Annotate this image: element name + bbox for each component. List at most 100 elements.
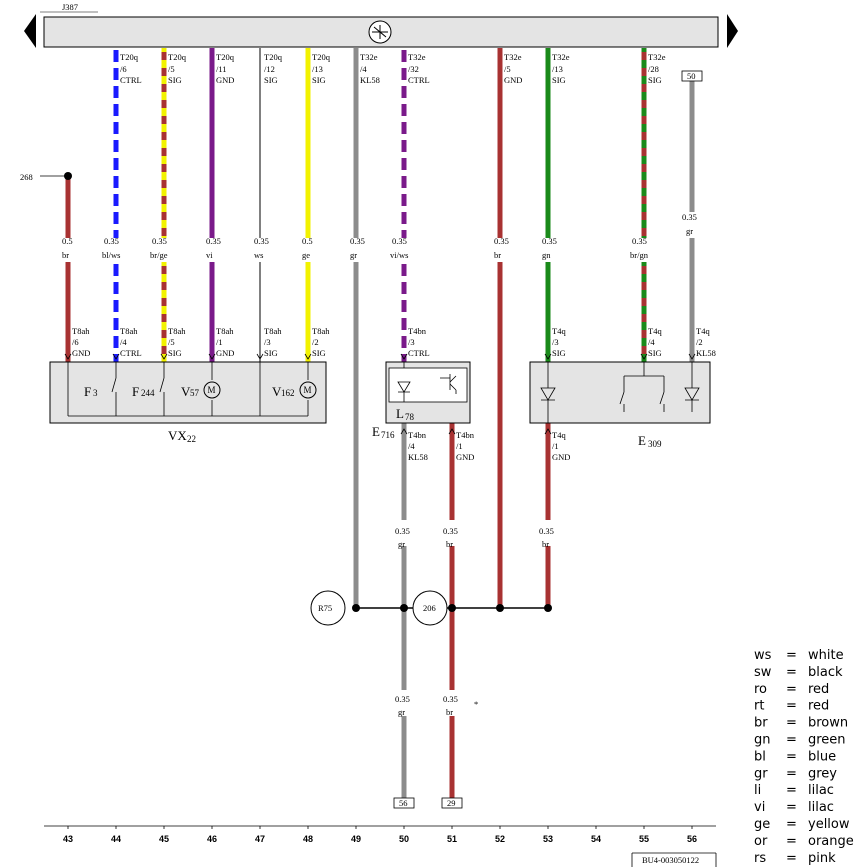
wire-cs-w500: 0.35 bbox=[494, 236, 509, 246]
col-num-44: 44 bbox=[111, 834, 121, 844]
sig-w404: CTRL bbox=[408, 348, 430, 358]
col-num-45: 45 bbox=[159, 834, 169, 844]
wire-cs-w164: 0.35 bbox=[152, 236, 167, 246]
legend-name-gr: grey bbox=[808, 766, 837, 781]
top-conn-w548: T32e bbox=[552, 52, 570, 62]
sig-w308: SIG bbox=[312, 348, 326, 358]
top-sig-w260: SIG bbox=[264, 75, 278, 85]
pin-w692: /2 bbox=[696, 337, 703, 347]
transistor-icon bbox=[440, 374, 457, 394]
led-e309-a-icon bbox=[540, 387, 556, 401]
col-num-49: 49 bbox=[351, 834, 361, 844]
ref-box-50: 50 bbox=[681, 70, 703, 82]
pin-w68: /6 bbox=[72, 337, 79, 347]
wire-cs-w404: 0.35 bbox=[392, 236, 407, 246]
wire-cs-w644: 0.35 bbox=[632, 236, 647, 246]
lower_404-conn: T4bn bbox=[408, 430, 427, 440]
top-pin-w164: /5 bbox=[168, 64, 175, 74]
conn-w692: T4q bbox=[696, 326, 710, 336]
legend-eq-gn: = bbox=[786, 733, 797, 748]
wire-labels: 0.5brT8ah/6GND0.35bl/wsT20q/6CTRLT8ah/4C… bbox=[62, 52, 716, 717]
wire-code-w356: gr bbox=[350, 250, 357, 260]
conn-w164: T8ah bbox=[168, 326, 186, 336]
pin-arrow-w164 bbox=[160, 353, 168, 360]
sig-w644: SIG bbox=[648, 348, 662, 358]
color-legend: ws=whitesw=blackro=redrt=redbr=browngn=g… bbox=[754, 648, 854, 866]
asterisk-mark: * bbox=[474, 699, 478, 709]
legend-code-rt: rt bbox=[754, 699, 764, 714]
top-sig-w404: CTRL bbox=[408, 75, 430, 85]
legend-name-sw: black bbox=[808, 665, 843, 680]
legend-name-bl: blue bbox=[808, 749, 836, 764]
lower_548-sig: GND bbox=[552, 452, 570, 462]
top-conn-w164: T20q bbox=[168, 52, 187, 62]
legend-code-gr: gr bbox=[754, 766, 768, 781]
legend-code-gn: gn bbox=[754, 733, 771, 748]
top-conn-w356: T32e bbox=[360, 52, 378, 62]
col-num-47: 47 bbox=[255, 834, 265, 844]
top-conn-w116: T20q bbox=[120, 52, 139, 62]
ref-box-56: 56 bbox=[393, 797, 415, 809]
top-sig-w644: SIG bbox=[648, 75, 662, 85]
legend-eq-gr: = bbox=[786, 766, 797, 781]
legend-name-ge: yellow bbox=[808, 817, 850, 832]
svg-text:R75: R75 bbox=[318, 603, 332, 613]
svg-text:56: 56 bbox=[399, 798, 408, 808]
lower_548-pin-arrow bbox=[544, 428, 552, 435]
legend-code-li: li bbox=[754, 783, 761, 798]
svg-text:50: 50 bbox=[687, 71, 696, 81]
lower_452-code: br bbox=[446, 539, 453, 549]
sig-w260: SIG bbox=[264, 348, 278, 358]
wire-code-w644: br/gn bbox=[630, 250, 649, 260]
lower_452-pin-arrow bbox=[448, 428, 456, 435]
sig-w212: GND bbox=[216, 348, 234, 358]
conn-w68: T8ah bbox=[72, 326, 90, 336]
svg-text:29: 29 bbox=[447, 798, 456, 808]
legend-eq-ro: = bbox=[786, 682, 797, 697]
col-num-52: 52 bbox=[495, 834, 505, 844]
wire-code-w308: ge bbox=[302, 250, 310, 260]
top-conn-w404: T32e bbox=[408, 52, 426, 62]
legend-name-li: lilac bbox=[808, 783, 834, 798]
wire-cs-w116: 0.35 bbox=[104, 236, 119, 246]
conn-w260: T8ah bbox=[264, 326, 282, 336]
legend-code-br: br bbox=[754, 716, 768, 731]
right-arrow-icon bbox=[727, 14, 738, 48]
vx22-label: VX bbox=[168, 428, 187, 443]
conn-w644: T4q bbox=[648, 326, 662, 336]
legend-code-rs: rs bbox=[754, 851, 766, 866]
lower_548-pin: /1 bbox=[552, 441, 559, 451]
component-e309: E 309 bbox=[529, 361, 711, 449]
l78-sub: 78 bbox=[405, 412, 415, 422]
pin-w548: /3 bbox=[552, 337, 559, 347]
wire-code-w116: bl/ws bbox=[102, 250, 120, 260]
top-conn-w644: T32e bbox=[648, 52, 666, 62]
ref-268: 268 bbox=[20, 172, 33, 182]
wire-code-w212: vi bbox=[206, 250, 213, 260]
top-pin-w548: /13 bbox=[552, 64, 563, 74]
unit-label: J387 bbox=[62, 2, 78, 12]
legend-name-or: orange bbox=[808, 834, 854, 849]
v162-sub: 162 bbox=[281, 388, 295, 398]
f3-label: F bbox=[84, 384, 91, 399]
control-unit-j387: J387 bbox=[24, 2, 738, 48]
col-num-50: 50 bbox=[399, 834, 409, 844]
bot_452-cs: 0.35 bbox=[443, 694, 458, 704]
legend-code-bl: bl bbox=[754, 749, 766, 764]
conn-w308: T8ah bbox=[312, 326, 330, 336]
sig-w164: SIG bbox=[168, 348, 182, 358]
e716-label: E bbox=[372, 424, 380, 439]
motor-v162-icon bbox=[299, 381, 317, 399]
sig-w692: KL58 bbox=[696, 348, 716, 358]
legend-eq-rt: = bbox=[786, 699, 797, 714]
legend-eq-or: = bbox=[786, 834, 797, 849]
wire-cs-w548: 0.35 bbox=[542, 236, 557, 246]
legend-code-vi: vi bbox=[754, 800, 765, 815]
legend-name-br: brown bbox=[808, 716, 848, 731]
v162-label: V bbox=[272, 384, 282, 399]
pin-arrow-w116 bbox=[112, 353, 120, 360]
lower_404-code: gr bbox=[398, 539, 405, 549]
pin-arrow-w68 bbox=[64, 353, 72, 360]
wire-code-w500: br bbox=[494, 250, 501, 260]
ground-circle-r75: R75 bbox=[310, 590, 346, 626]
